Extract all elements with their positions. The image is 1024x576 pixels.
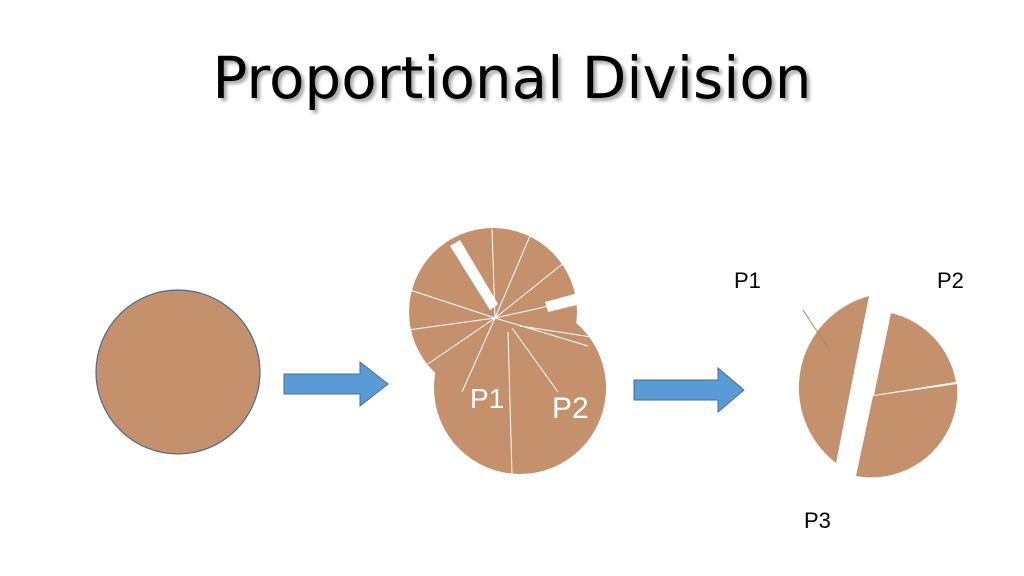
right-piece-p1: [798, 296, 869, 463]
whole-cake-circle: [95, 289, 261, 455]
slide-title: Proportional Division: [212, 44, 812, 112]
middle-upper-cake: [409, 228, 577, 396]
right-arrow-icon: [283, 360, 389, 408]
middle-cut-gap: [450, 240, 498, 310]
middle-label-p2: P2: [552, 392, 589, 425]
right-label-p3: P3: [804, 508, 831, 533]
middle-cut-lines: [407, 228, 599, 475]
right-arrow-icon: [633, 366, 745, 414]
right-piece-seam: [802, 309, 829, 349]
right-label-p1: P1: [734, 268, 761, 293]
right-label-p2: P2: [937, 268, 964, 293]
right-piece-p3: [856, 384, 958, 478]
middle-label-p1: P1: [470, 383, 504, 414]
right-piece-p2: [874, 313, 956, 395]
